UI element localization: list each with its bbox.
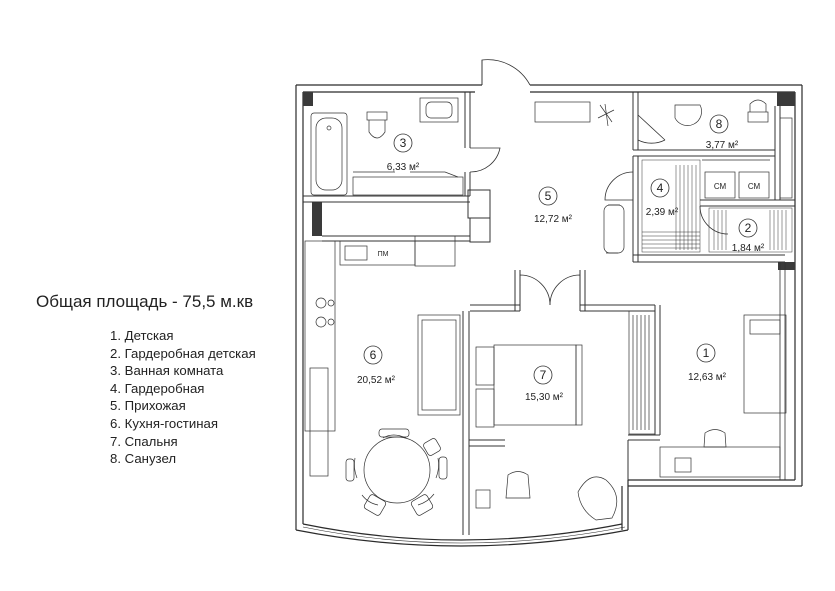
legend-item: 3. Ванная комната (110, 363, 224, 379)
room-number: 4 (657, 181, 664, 195)
room-marker (738, 218, 758, 238)
chair (505, 471, 531, 499)
legend-item: 2. Гардеробная детская (110, 345, 256, 361)
sink (419, 97, 459, 123)
dining-table (363, 436, 431, 504)
room-marker (538, 186, 558, 206)
room-area: 1,84 м² (732, 243, 765, 254)
room-area: 12,63 м² (688, 372, 727, 383)
legend-item: 4. Гардеробная (110, 380, 205, 396)
room-area: 6,33 м² (387, 162, 420, 173)
bedroom-fixtures (475, 310, 656, 521)
room-labels: 3 6,33 м² 5 12,72 м² 8 3,77 м² 4 2,39 м²… (357, 117, 765, 403)
sofa (417, 314, 461, 416)
room-number: 8 (716, 117, 723, 131)
desk-chair (703, 429, 727, 448)
room-number: 3 (400, 136, 407, 150)
dishwasher-label: ПМ (378, 251, 389, 258)
kids-room-fixtures (659, 314, 787, 478)
legend-item: 5. Прихожая (110, 398, 186, 414)
legend-item: 8. Санузел (110, 451, 177, 467)
bathroom-fixtures (310, 97, 464, 196)
kitchen-fixtures (304, 235, 461, 516)
room-marker (363, 345, 383, 365)
columns (303, 92, 795, 270)
room-area: 2,39 м² (646, 207, 679, 218)
outer-walls (295, 84, 803, 547)
wc-fixtures (674, 99, 793, 199)
legend-item: 7. Спальня (110, 433, 178, 449)
doors (469, 59, 729, 311)
room-markers (363, 114, 758, 385)
armchair (603, 204, 625, 254)
wardrobe (628, 310, 656, 435)
total-area-text: Общая площадь - 75,5 м.кв (36, 292, 254, 311)
room-number: 7 (540, 368, 547, 382)
room-marker (696, 343, 716, 363)
plant-icon (597, 103, 615, 127)
kitchen-sink (344, 245, 368, 261)
desk (659, 446, 781, 478)
washer-label: СМ (748, 182, 761, 191)
room-number: 1 (703, 346, 710, 360)
bed (493, 344, 577, 426)
room-number: 6 (370, 348, 377, 362)
room-marker (709, 114, 729, 134)
room-number: 5 (545, 189, 552, 203)
washer-label: СМ (714, 182, 727, 191)
room-area: 3,77 м² (706, 140, 739, 151)
armchair (577, 476, 618, 521)
washer-box (704, 171, 736, 199)
hall-fixtures (534, 101, 625, 254)
legend-item: 6. Кухня-гостиная (110, 415, 218, 431)
room-area: 15,30 м² (525, 392, 564, 403)
console (534, 101, 591, 123)
kids-bed (743, 314, 787, 414)
laptop-icon (674, 457, 692, 473)
fridge (309, 367, 329, 477)
legend-item: 1. Детская (110, 328, 174, 343)
bathtub (310, 112, 348, 196)
room-legend: 1. Детская 2. Гардеробная детская 3. Ван… (110, 327, 256, 468)
room-marker (533, 365, 553, 385)
room-area: 20,52 м² (357, 375, 396, 386)
washer-box (738, 171, 770, 199)
laptop-icon (475, 489, 491, 509)
room-area: 12,72 м² (534, 214, 573, 225)
room-number: 2 (745, 221, 752, 235)
room-marker (650, 178, 670, 198)
interior-walls (303, 92, 795, 535)
room-marker (393, 133, 413, 153)
wardrobe-shelves (641, 159, 793, 253)
